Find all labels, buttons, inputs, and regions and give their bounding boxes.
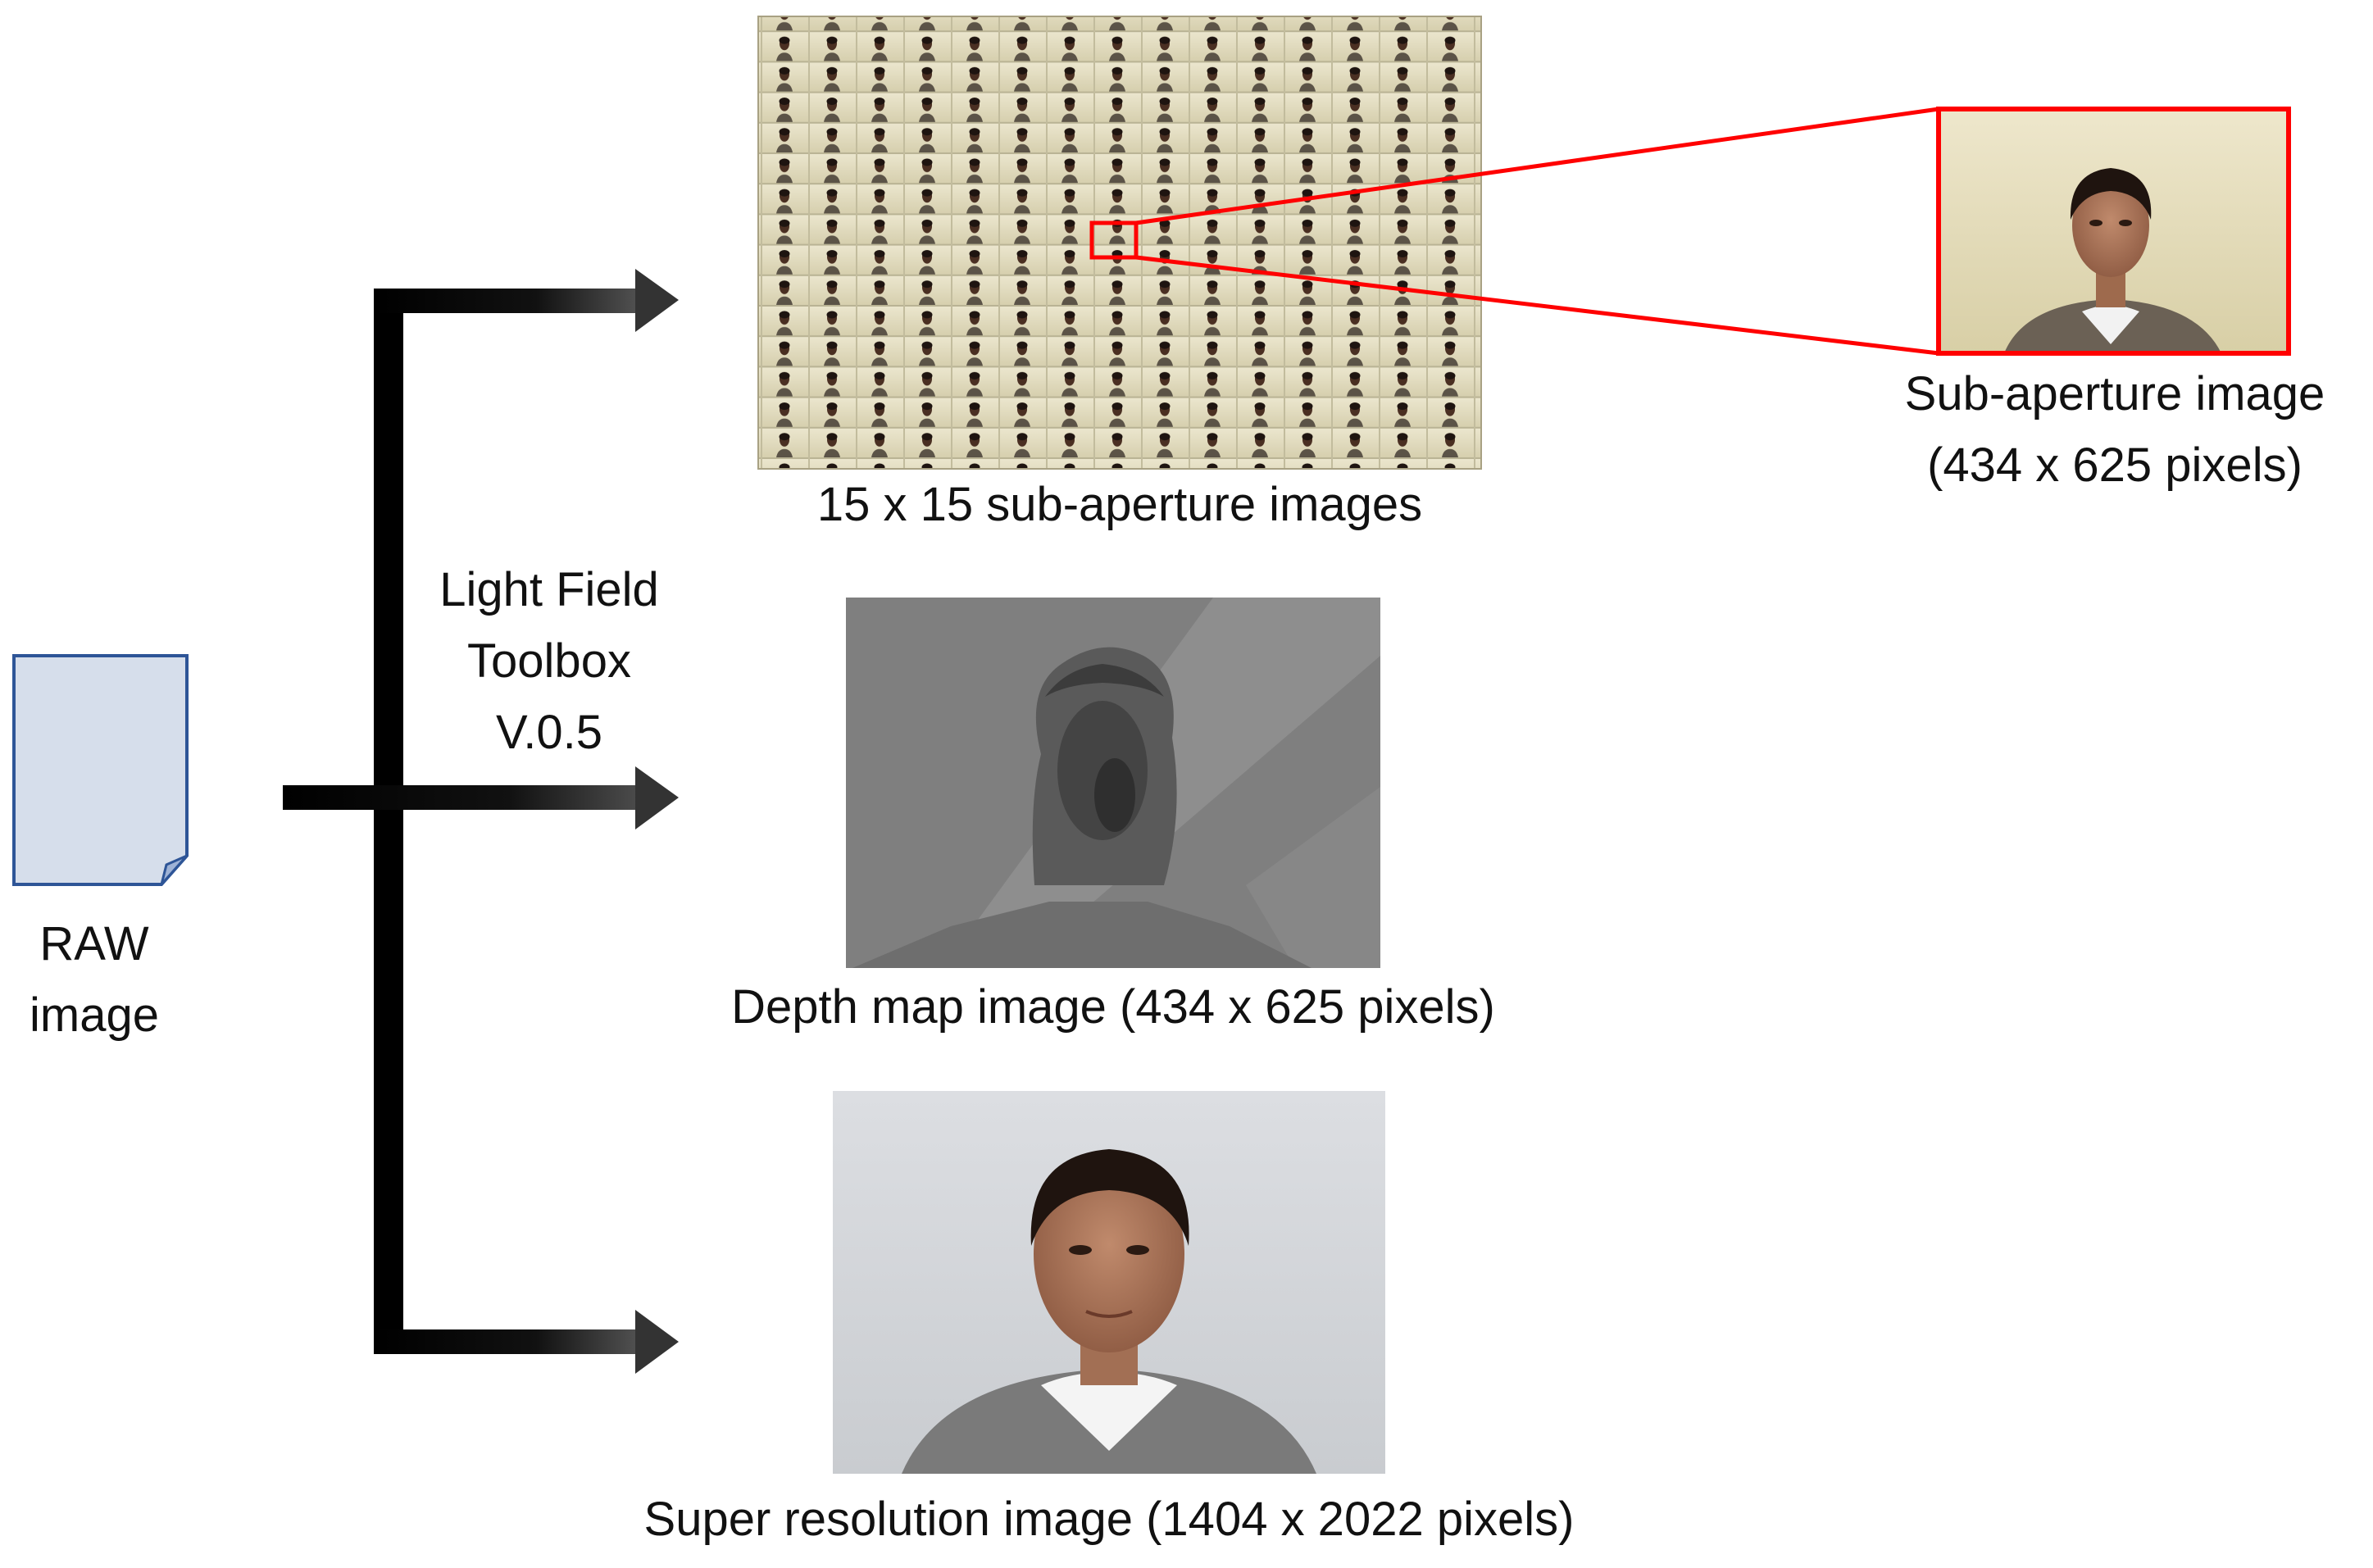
superres-caption: Super resolution image (1404 x 2022 pixe…	[535, 1484, 1683, 1555]
subaperture-caption-line2: (434 x 625 pixels)	[1865, 429, 2365, 501]
toolbox-label-line1: Light Field	[406, 554, 693, 625]
arrow-to-super-resolution	[374, 1310, 679, 1374]
toolbox-label: Light Field Toolbox V.0.5	[406, 554, 693, 768]
depth-caption: Depth map image (434 x 625 pixels)	[621, 971, 1605, 1043]
grid-caption: 15 x 15 sub-aperture images	[710, 469, 1530, 540]
raw-label-line1: RAW	[8, 908, 180, 979]
toolbox-label-line3: V.0.5	[406, 697, 693, 768]
raw-label-line2: image	[8, 979, 180, 1051]
subaperture-caption-line1: Sub-aperture image	[1865, 358, 2365, 429]
subaperture-image	[1939, 109, 2289, 353]
arrow-to-subaperture-grid	[374, 269, 679, 332]
toolbox-label-line2: Toolbox	[406, 625, 693, 697]
super-resolution-image	[833, 1091, 1385, 1474]
depth-map-image	[846, 598, 1380, 968]
raw-file-icon	[14, 656, 187, 884]
subaperture-caption: Sub-aperture image (434 x 625 pixels)	[1865, 358, 2365, 501]
raw-image-label: RAW image	[8, 908, 180, 1051]
subaperture-grid-image	[758, 16, 1481, 469]
flow-bracket	[283, 289, 679, 1354]
